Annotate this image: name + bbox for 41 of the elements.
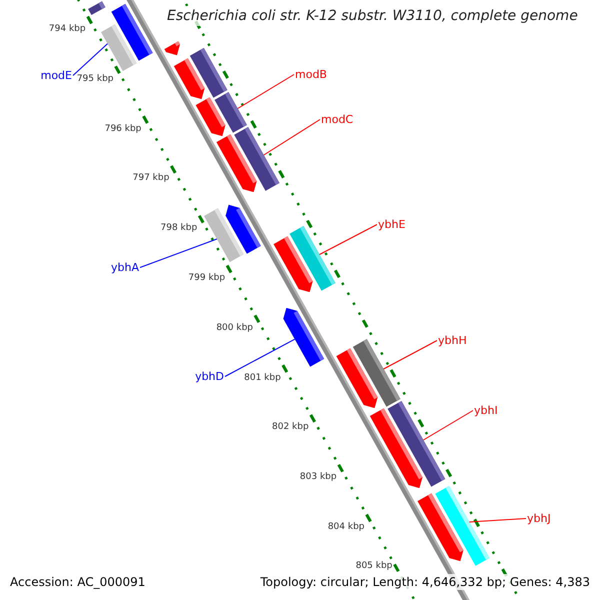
gene-label: modB <box>295 69 327 80</box>
gene-label: ybhI <box>474 405 498 416</box>
gene-label: ybhD <box>195 371 224 382</box>
leader-line <box>319 224 378 255</box>
scale-label: 797 kbp <box>132 174 170 184</box>
gene-label: ybhH <box>438 335 467 346</box>
scale-label: 805 kbp <box>356 562 392 571</box>
gene-label: modE <box>40 70 72 81</box>
gene-label: ybhJ <box>527 513 551 524</box>
gene-feature <box>435 486 490 566</box>
scale-label: 796 kbp <box>104 124 142 134</box>
gene-label: ybhA <box>111 262 139 273</box>
footer-text: Accession: AC_000091 <box>9 574 146 590</box>
scale-label: 800 kbp <box>216 324 253 333</box>
gene-feature <box>352 339 400 407</box>
gene-feature <box>274 236 313 292</box>
gene-feature <box>174 58 205 100</box>
leader-line <box>237 74 294 109</box>
leader-line <box>140 238 218 268</box>
scale-label: 801 kbp <box>244 374 281 383</box>
leader-line <box>383 340 438 370</box>
leader-line <box>263 119 320 156</box>
scale-label: 804 kbp <box>328 523 364 532</box>
scale-label: 802 kbp <box>272 423 309 432</box>
gene-feature <box>164 41 180 56</box>
gene-label: ybhE <box>378 219 406 230</box>
scale-label: 798 kbp <box>160 224 198 234</box>
footer-text: Topology: circular; Length: 4,646,332 bp; Genes: 4,383 <box>259 574 591 590</box>
gene-feature <box>214 92 247 133</box>
leader-line <box>224 338 296 377</box>
gene-feature <box>226 204 261 254</box>
scale-label: 799 kbp <box>188 274 226 283</box>
gene-feature <box>388 400 446 487</box>
gene-feature <box>283 308 324 367</box>
scale-label: 795 kbp <box>76 74 114 84</box>
gene-feature <box>100 24 137 72</box>
gene-label: modC <box>321 114 354 125</box>
scale-label: 803 kbp <box>300 473 337 482</box>
gene-feature <box>234 126 280 191</box>
gene-feature <box>88 1 106 16</box>
scale-label: 794 kbp <box>48 25 86 34</box>
